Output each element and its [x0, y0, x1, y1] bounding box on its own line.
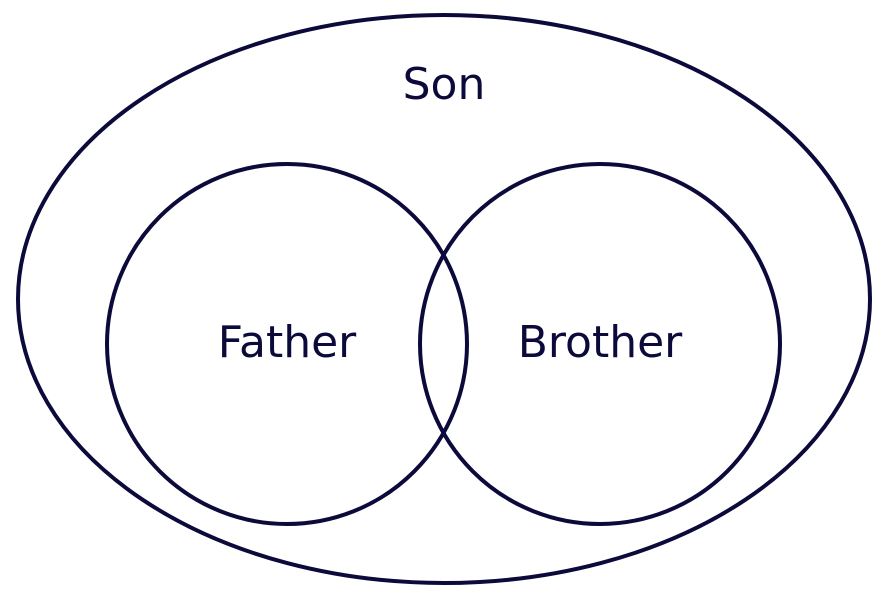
- father-set-circle: [105, 162, 469, 526]
- brother-set-label: Brother: [518, 317, 683, 368]
- father-set-label: Father: [218, 317, 357, 368]
- son-set-label: Son: [403, 59, 486, 110]
- brother-set-circle: [418, 162, 782, 526]
- son-set-ellipse: [16, 13, 872, 585]
